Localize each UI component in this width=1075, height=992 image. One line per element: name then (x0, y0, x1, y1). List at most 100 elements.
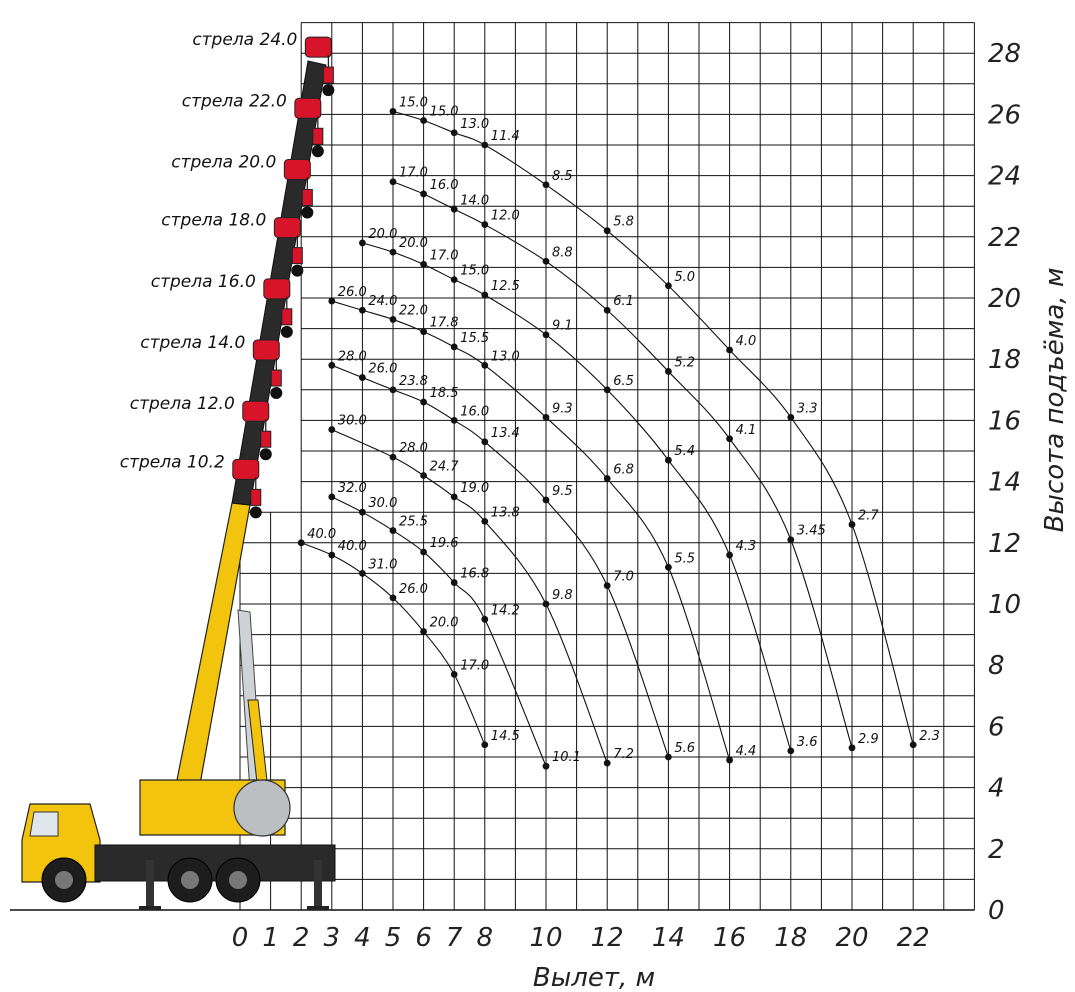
data-point (420, 548, 427, 556)
data-label: 13.4 (491, 426, 520, 441)
load-curves: 15.015.013.011.48.55.85.04.03.32.72.317.… (297, 95, 940, 770)
data-label: 20.0 (430, 616, 459, 631)
data-label: 16.0 (460, 404, 489, 419)
y-tick-label: 16 (988, 406, 1021, 436)
hook-block (250, 488, 262, 506)
y-tick-label: 24 (988, 162, 1021, 192)
x-tick-label: 16 (713, 923, 746, 953)
data-point (848, 744, 856, 752)
y-tick-label: 12 (988, 529, 1021, 559)
boom-tip-label: стрела 22.0 (182, 91, 287, 111)
y-tick-label: 2 (988, 835, 1005, 865)
y-tick-label: 26 (988, 100, 1021, 130)
boom-head-4: стрела 16.0 (151, 272, 293, 338)
data-label: 8.5 (552, 169, 573, 184)
data-label: 12.0 (491, 209, 520, 224)
data-point (420, 117, 427, 124)
y-tick-label: 0 (988, 896, 1005, 926)
data-point (481, 438, 489, 446)
data-label: 3.6 (797, 735, 818, 750)
data-label: 13.0 (460, 117, 489, 132)
data-point (481, 291, 489, 299)
data-point (481, 741, 489, 749)
boom-head-sheave (232, 458, 260, 480)
y-tick-label: 14 (988, 468, 1021, 498)
data-point (389, 107, 397, 115)
data-point (450, 276, 458, 284)
data-point (450, 205, 458, 213)
x-tick-label: 12 (591, 923, 624, 953)
x-tick-label: 22 (897, 923, 930, 953)
boom-tip-label: стрела 24.0 (192, 30, 297, 50)
data-label: 17.0 (460, 658, 489, 673)
data-label: 26.0 (338, 285, 367, 300)
data-point (481, 141, 489, 149)
data-point (389, 527, 397, 534)
data-label: 6.5 (613, 374, 634, 389)
data-label: 24.0 (368, 294, 397, 309)
data-point (848, 521, 856, 528)
data-point (420, 190, 427, 198)
hook (280, 325, 293, 338)
data-point (603, 759, 611, 767)
boom-head-7: стрела 10.2 (120, 452, 262, 519)
hook-block (322, 66, 334, 84)
data-label: 17.8 (430, 316, 459, 331)
x-tick-label: 4 (354, 923, 371, 953)
x-tick-label: 2 (293, 923, 310, 953)
data-label: 5.6 (674, 741, 695, 756)
data-point (542, 600, 550, 608)
data-point (787, 747, 795, 755)
data-point (450, 670, 458, 678)
data-label: 5.8 (613, 215, 634, 230)
data-label: 5.0 (674, 270, 695, 285)
data-point (603, 386, 611, 394)
data-point (328, 551, 336, 559)
hook (270, 387, 283, 400)
data-point (665, 282, 672, 290)
series-стрела 12.0: 32.030.025.519.616.814.210.1 (328, 481, 581, 770)
data-label: 20.0 (368, 227, 397, 242)
data-label: 4.3 (736, 539, 757, 554)
data-point (787, 413, 795, 421)
data-point (389, 316, 397, 323)
y-tick-label: 18 (988, 345, 1021, 375)
boom-head-3: стрела 18.0 (161, 211, 304, 277)
data-point (726, 551, 733, 559)
data-label: 4.1 (736, 423, 757, 438)
data-label: 16.8 (460, 567, 489, 582)
data-label: 40.0 (338, 539, 367, 554)
boom-head-sheave (242, 400, 270, 422)
data-point (542, 181, 550, 189)
data-point (328, 426, 336, 433)
data-label: 24.7 (430, 459, 460, 474)
y-tick-label: 20 (988, 284, 1021, 314)
boom-head-sheave (283, 158, 311, 180)
data-point (359, 306, 366, 314)
data-label: 14.0 (460, 193, 489, 208)
wheel-hub (229, 871, 247, 889)
data-label: 16.0 (430, 178, 459, 193)
data-label: 15.0 (430, 105, 459, 120)
hook-block (312, 127, 324, 145)
data-point (420, 398, 427, 406)
data-label: 5.2 (674, 355, 695, 370)
boom-head-1: стрела 22.0 (182, 91, 324, 158)
x-tick-label: 18 (774, 923, 807, 953)
data-label: 15.5 (460, 331, 489, 346)
data-point (450, 579, 458, 586)
data-label: 26.0 (368, 362, 397, 377)
data-label: 3.45 (797, 524, 826, 539)
data-point (359, 508, 366, 516)
data-label: 28.0 (399, 441, 428, 456)
outrigger (314, 860, 322, 910)
y-tick-label: 10 (988, 590, 1021, 620)
data-label: 9.1 (552, 319, 573, 334)
data-label: 3.3 (797, 401, 818, 416)
data-label: 9.3 (552, 401, 573, 416)
series-стрела 16.0: 28.026.023.818.516.013.49.57.05.6 (328, 349, 695, 761)
boom-head-6: стрела 12.0 (130, 394, 272, 461)
hook-block (260, 430, 272, 448)
series-стрела 22.0: 17.016.014.012.08.86.15.24.13.452.9 (389, 166, 879, 752)
